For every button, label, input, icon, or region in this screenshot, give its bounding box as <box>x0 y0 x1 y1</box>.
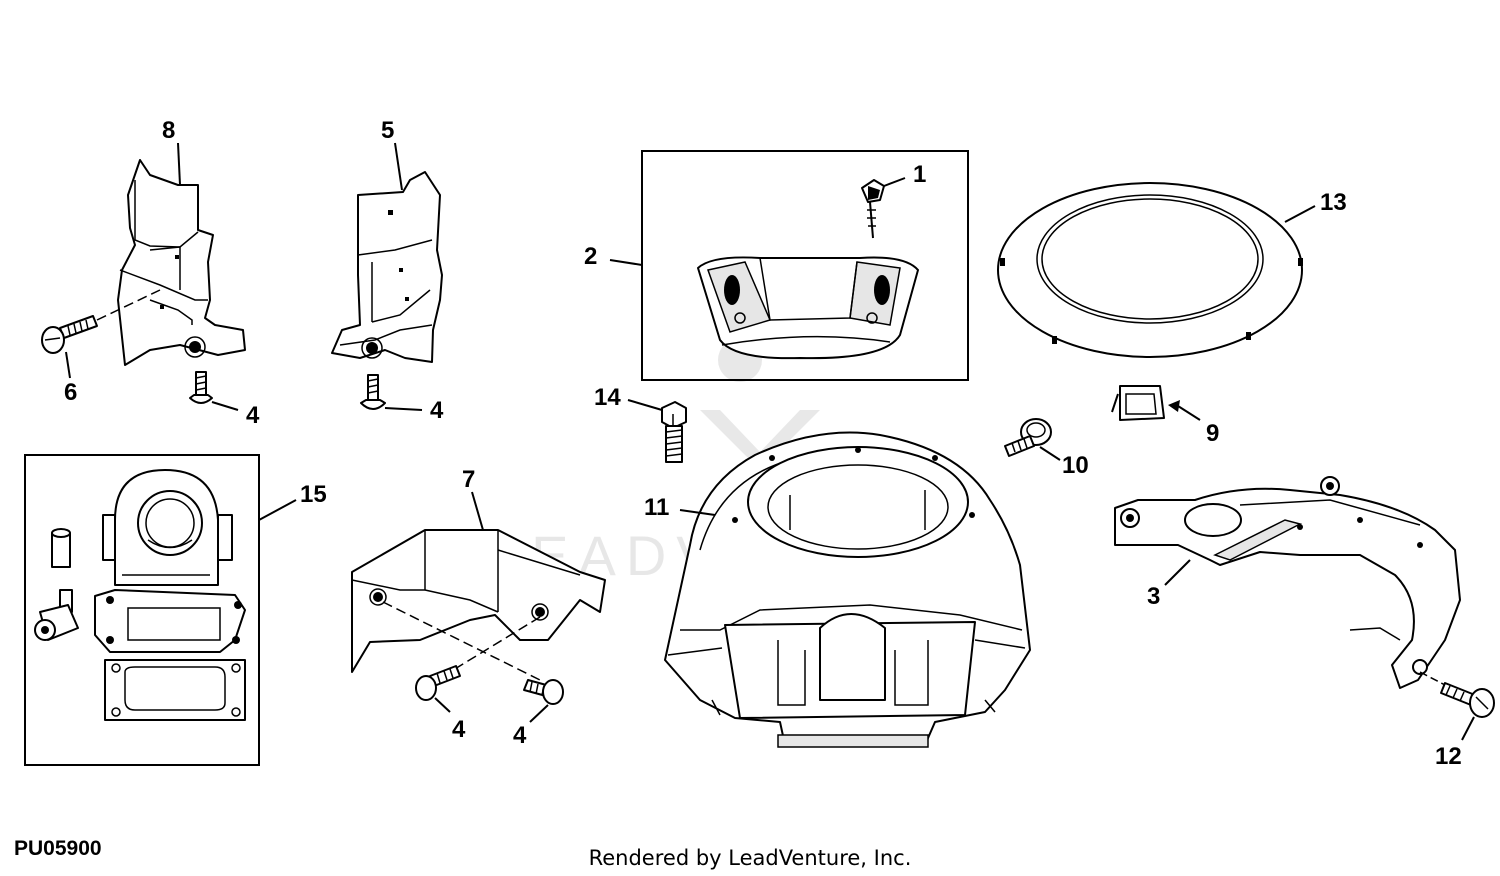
callout-9: 9 <box>1206 420 1219 447</box>
diagram-code: PU05900 <box>14 837 102 860</box>
part-2-cover <box>697 256 919 360</box>
callout-15: 15 <box>300 481 327 508</box>
callout-2: 2 <box>584 243 597 270</box>
callout-8: 8 <box>162 117 175 144</box>
part-15-kit-box <box>24 454 260 766</box>
part-1-knob <box>861 179 885 239</box>
part-2-kit-box <box>641 150 969 381</box>
part-4-screw-a <box>189 371 213 404</box>
callout-4d: 4 <box>513 722 527 749</box>
part-4-screw-c <box>415 665 461 701</box>
callout-13: 13 <box>1320 189 1347 216</box>
callout-14: 14 <box>594 384 621 411</box>
part-7-shield <box>351 529 606 673</box>
part-5-baffle <box>331 171 443 363</box>
callout-5: 5 <box>381 117 394 144</box>
part-4-screw-b <box>360 374 386 410</box>
part-10-screw <box>1004 418 1052 457</box>
callout-12: 12 <box>1435 743 1462 770</box>
part-6-screw <box>41 315 98 354</box>
callout-1: 1 <box>913 161 926 188</box>
part-14-bolt <box>661 401 687 463</box>
callout-7: 7 <box>462 466 475 493</box>
part-13-ring <box>997 182 1303 358</box>
part-12-screw <box>1440 682 1495 718</box>
callout-4a: 4 <box>246 402 260 429</box>
callout-6: 6 <box>64 379 77 406</box>
callout-3: 3 <box>1147 583 1160 610</box>
part-4-screw-d <box>523 679 564 705</box>
callout-4c: 4 <box>452 716 466 743</box>
part-9-clip <box>1111 385 1165 421</box>
callout-11: 11 <box>644 494 669 521</box>
render-credit: Rendered by LeadVenture, Inc. <box>589 846 912 870</box>
callout-4b: 4 <box>430 397 444 424</box>
part-3-guard <box>1114 476 1461 689</box>
part-11-blower-housing <box>664 431 1031 748</box>
callout-10: 10 <box>1062 452 1089 479</box>
part-8-baffle <box>117 159 246 366</box>
part-15-carburetor-kit <box>34 469 246 721</box>
